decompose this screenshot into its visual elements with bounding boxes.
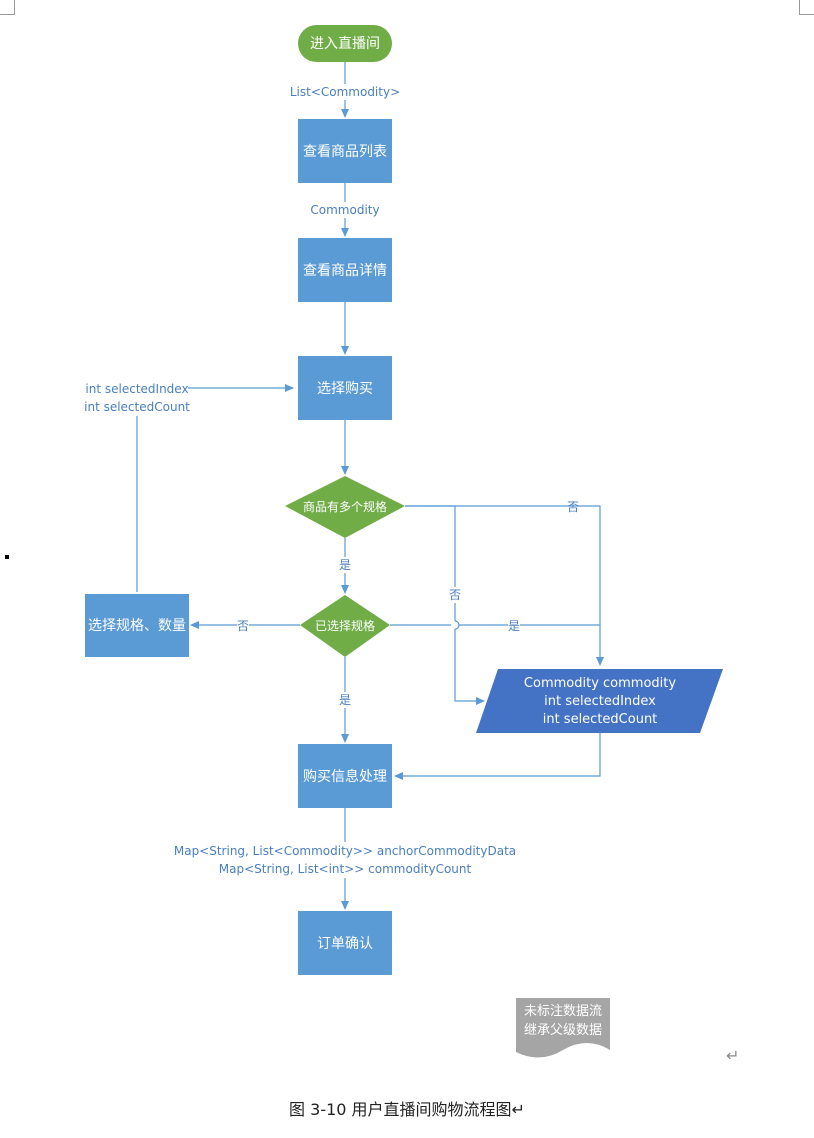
view-list-box	[298, 119, 392, 183]
legend-note-line-1: 未标注数据流	[524, 1004, 602, 1019]
select-buy-box	[298, 356, 392, 420]
process-box	[298, 744, 392, 808]
start-terminator	[298, 25, 392, 62]
edge-label-selected-count: int selectedCount	[84, 400, 190, 414]
label-bg	[192, 842, 498, 878]
edge-label-commodity: Commodity	[310, 203, 379, 217]
edge-databox-to-process	[394, 733, 601, 780]
label-bg	[310, 202, 380, 218]
choose-spec-label: 选择规格、数量	[88, 618, 186, 634]
process-label: 购买信息处理	[303, 768, 387, 785]
page-corner-top-left	[0, 0, 15, 15]
data-box	[476, 669, 723, 733]
edge-hop	[454, 620, 460, 630]
data-box-line-3: int selectedCount	[543, 712, 658, 727]
legend-note-line-2: 继承父级数据	[524, 1023, 602, 1038]
confirm-label: 订单确认	[317, 936, 373, 952]
label-bg	[449, 587, 461, 603]
edge-label-yes-multispec: 是	[339, 558, 351, 572]
data-box-line-1: Commodity commodity	[524, 676, 676, 691]
edge-multispec-no	[405, 505, 604, 666]
edge-label-anchor-data: Map<String, List<Commodity>> anchorCommo…	[174, 844, 516, 858]
edge-label-no-multispec: 否	[567, 500, 579, 514]
edge-to-databox	[454, 629, 485, 705]
paragraph-mark: ↵	[726, 1046, 740, 1065]
select-buy-label: 选择购买	[317, 381, 373, 397]
edge-label-no-chosen: 否	[237, 619, 249, 633]
choose-spec-box	[85, 594, 189, 657]
edge-label-no-branch: 否	[449, 588, 461, 602]
edge-label-selected-index: int selectedIndex	[85, 382, 188, 396]
legend-note-shape	[516, 998, 610, 1058]
figure-caption: 图 3-10 用户直播间购物流程图↵	[289, 1100, 525, 1119]
start-label: 进入直播间	[310, 35, 380, 52]
spec-chosen-label: 已选择规格	[315, 618, 375, 633]
label-bg	[339, 692, 351, 708]
view-detail-box	[298, 238, 392, 302]
label-bg	[237, 618, 249, 634]
data-box-line-2: int selectedIndex	[544, 694, 656, 709]
label-bg	[339, 557, 351, 573]
edge-label-yes-chosen: 是	[508, 619, 520, 633]
label-bg	[508, 618, 520, 634]
multi-spec-decision	[285, 476, 405, 538]
edge-label-list-commodity: List<Commodity>	[290, 85, 400, 99]
spec-chosen-decision	[300, 595, 390, 657]
page-corner-top-right	[799, 0, 814, 15]
edge-label-yes-process: 是	[339, 693, 351, 707]
view-detail-label: 查看商品详情	[303, 263, 387, 279]
label-bg	[86, 380, 188, 416]
label-bg	[296, 84, 394, 100]
multi-spec-label: 商品有多个规格	[303, 499, 387, 514]
edge-back-to-select	[136, 384, 294, 592]
confirm-box	[298, 911, 392, 975]
view-list-label: 查看商品列表	[303, 144, 387, 160]
edge-label-commodity-count: Map<String, List<int>> commodityCount	[219, 862, 472, 876]
bullet-mark	[5, 555, 9, 559]
edge-multispec-no-branch	[405, 505, 456, 621]
